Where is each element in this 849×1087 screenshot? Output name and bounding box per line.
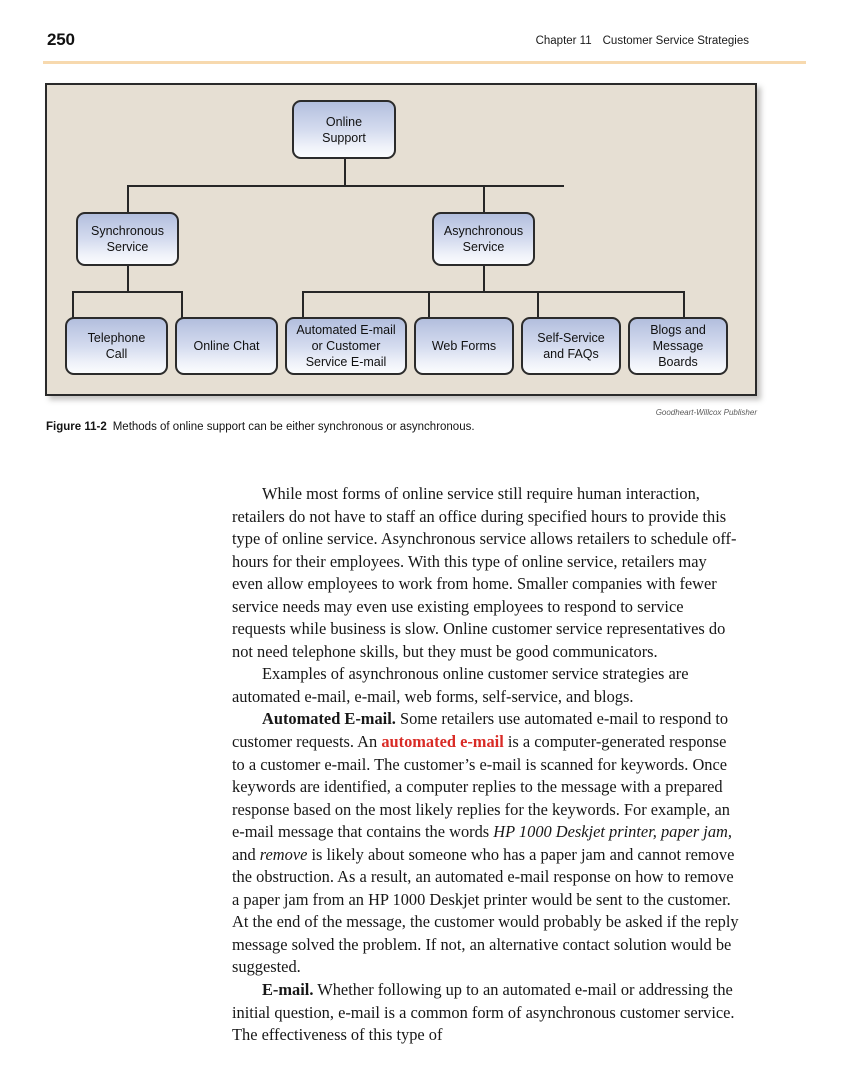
figure-caption-text: Methods of online support can be either … (112, 421, 475, 433)
connector-to-synchronous (127, 185, 129, 213)
figure-caption-label: Figure 11-2 (46, 421, 107, 433)
org-chart-diagram: Online Support Synchronous Service Async… (47, 85, 755, 394)
paragraph-3-part-a: Some retailers use automated e-mail to r… (232, 709, 729, 752)
node-blogs-message-boards[interactable]: Blogs and Message Boards (628, 317, 728, 375)
paragraph-3: Automated E-mail. Some retailers use aut… (232, 708, 740, 979)
running-head: Chapter 11 Customer Service Strategies (536, 35, 749, 47)
connector-level2-bus (127, 185, 564, 187)
connector-root-down (344, 159, 346, 186)
connector-synchronous-bus (72, 291, 183, 293)
figure-credit: Goodheart-Willcox Publisher (655, 408, 757, 417)
page-number: 250 (47, 30, 75, 49)
node-online-chat[interactable]: Online Chat (175, 317, 278, 375)
figure-caption: Figure 11-2 Methods of online support can… (46, 421, 786, 433)
italic-phrase-printer-paper-jam: HP 1000 Deskjet printer, paper jam, (493, 822, 732, 842)
italic-phrase-remove: remove (259, 844, 308, 864)
body-text-column: While most forms of online service still… (232, 483, 740, 1047)
node-web-forms[interactable]: Web Forms (414, 317, 514, 375)
connector-to-self-service (537, 291, 539, 318)
run-in-heading-automated-email: Automated E-mail. (262, 709, 396, 729)
paragraph-2: Examples of asynchronous online customer… (232, 664, 689, 706)
node-asynchronous-service[interactable]: Asynchronous Service (432, 212, 535, 266)
connector-asynchronous-down (483, 265, 485, 292)
connector-asynchronous-bus (302, 291, 685, 293)
node-self-service-faqs[interactable]: Self-Service and FAQs (521, 317, 621, 375)
run-in-heading-email: E-mail. (262, 980, 314, 1000)
paragraph-3-part-c: and (232, 844, 260, 864)
connector-to-automated-email (302, 291, 304, 318)
connector-to-online-chat (181, 291, 183, 318)
paragraph-4: E-mail. Whether following up to an autom… (232, 979, 740, 1047)
connector-to-blogs (683, 291, 685, 318)
connector-to-telephone-call (72, 291, 74, 318)
running-head-chapter: Chapter 11 (535, 35, 592, 47)
paragraph-4-text: Whether following up to an automated e-m… (232, 980, 735, 1045)
running-head-title: Customer Service Strategies (602, 35, 749, 47)
node-synchronous-service[interactable]: Synchronous Service (76, 212, 179, 266)
header-rule (43, 61, 806, 64)
key-term-automated-email: automated e-mail (381, 732, 504, 752)
paragraph-1: While most forms of online service still… (232, 484, 737, 661)
page-header: 250 Chapter 11 Customer Service Strategie… (0, 0, 849, 66)
connector-to-web-forms (428, 291, 430, 318)
connector-to-asynchronous (483, 185, 485, 213)
figure-panel: Online Support Synchronous Service Async… (45, 83, 757, 396)
connector-synchronous-down (127, 265, 129, 292)
node-automated-email[interactable]: Automated E-mail or Customer Service E-m… (285, 317, 407, 375)
paragraph-3-part-d: is likely about someone who has a paper … (232, 844, 739, 977)
node-online-support[interactable]: Online Support (292, 100, 396, 159)
paragraph-3-part-b: is a computer-generated response to a cu… (232, 732, 730, 842)
node-telephone-call[interactable]: Telephone Call (65, 317, 168, 375)
